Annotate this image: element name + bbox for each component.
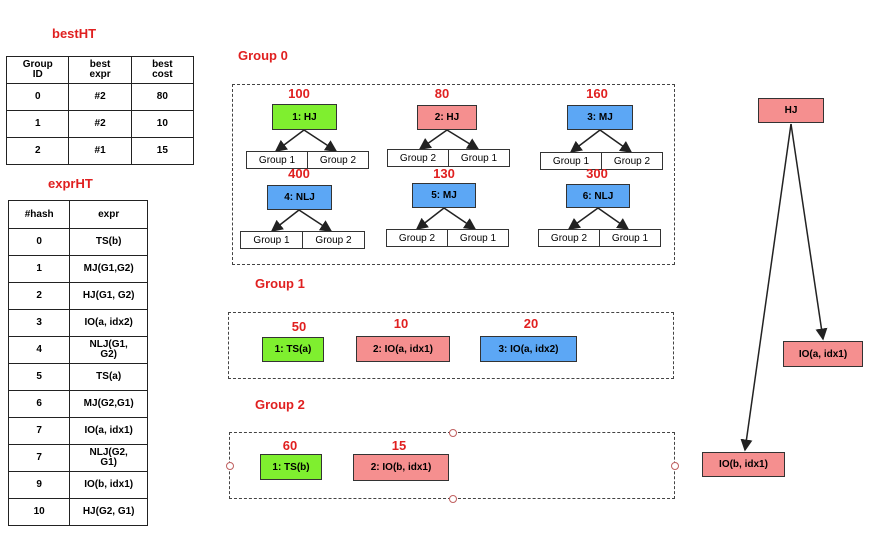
table-cell: TS(a) <box>69 363 148 391</box>
table-cell: MJ(G2,G1) <box>69 390 148 418</box>
plan-right-node[interactable]: IO(b, idx1) <box>702 452 785 477</box>
group-0-expr-1[interactable]: 1: HJ <box>272 104 337 130</box>
table-cell: IO(a, idx1) <box>69 417 148 445</box>
table-cell: 80 <box>130 83 195 111</box>
plan-left-node[interactable]: IO(a, idx1) <box>783 341 863 367</box>
expr-ht-header: expr <box>69 200 148 229</box>
group-1-box <box>228 312 674 379</box>
table-cell: NLJ(G1, G2) <box>69 336 148 364</box>
child-group-ref: Group 2 <box>386 229 448 247</box>
group-1-expr-3[interactable]: 3: IO(a, idx2) <box>480 336 577 362</box>
resize-handle[interactable] <box>226 462 234 470</box>
group-0-expr-2[interactable]: 2: HJ <box>417 105 477 130</box>
expr-cost: 100 <box>288 86 310 101</box>
group-0-expr-5[interactable]: 5: MJ <box>412 183 476 208</box>
best-ht-header: Group ID <box>5 56 70 84</box>
table-cell: 1 <box>7 255 71 283</box>
child-group-ref: Group 2 <box>302 231 365 249</box>
group-1-expr-1[interactable]: 1: TS(a) <box>262 337 324 362</box>
group-1-title: Group 1 <box>255 276 305 291</box>
expr-cost: 400 <box>288 166 310 181</box>
table-cell: #2 <box>68 110 132 138</box>
group-0-expr-6[interactable]: 6: NLJ <box>566 184 630 208</box>
group-0-expr-3[interactable]: 3: MJ <box>567 105 633 130</box>
group-1-expr-2[interactable]: 2: IO(a, idx1) <box>356 336 450 362</box>
table-cell: IO(a, idx2) <box>69 309 148 337</box>
best-ht-table: Group ID best expr best cost 0 #2 80 1 #… <box>5 56 195 165</box>
resize-handle[interactable] <box>449 495 457 503</box>
table-cell: 9 <box>7 471 71 499</box>
table-cell: 7 <box>7 444 71 472</box>
table-cell: 7 <box>7 417 71 445</box>
expr-cost: 50 <box>291 319 307 334</box>
table-cell: TS(b) <box>69 228 148 256</box>
table-cell: HJ(G2, G1) <box>69 498 148 526</box>
expr-ht-title: exprHT <box>48 176 93 191</box>
child-group-ref: Group 2 <box>538 229 600 247</box>
expr-cost: 10 <box>393 316 409 331</box>
expr-cost: 80 <box>434 86 450 101</box>
child-group-ref: Group 1 <box>448 149 510 167</box>
best-ht-header: best expr <box>68 56 132 84</box>
table-cell: HJ(G1, G2) <box>69 282 148 310</box>
plan-root-node[interactable]: HJ <box>758 98 824 123</box>
group-2-title: Group 2 <box>255 397 305 412</box>
group-0-expr-4[interactable]: 4: NLJ <box>267 185 332 210</box>
table-cell: 0 <box>7 228 71 256</box>
besthT-title: bestHT <box>52 26 97 41</box>
table-cell: 15 <box>130 137 195 165</box>
expr-cost: 130 <box>433 166 455 181</box>
table-cell: 1 <box>5 110 70 138</box>
table-cell: 10 <box>7 498 71 526</box>
table-cell: #1 <box>68 137 132 165</box>
group-0-title: Group 0 <box>238 48 288 63</box>
table-row: 2 #1 15 <box>5 137 195 165</box>
table-cell: 6 <box>7 390 71 418</box>
child-group-ref: Group 1 <box>599 229 661 247</box>
child-group-ref: Group 2 <box>387 149 449 167</box>
expr-cost: 300 <box>586 166 608 181</box>
resize-handle[interactable] <box>449 429 457 437</box>
child-group-ref: Group 1 <box>240 231 303 249</box>
expr-cost: 15 <box>391 438 407 453</box>
child-group-ref: Group 2 <box>307 151 369 169</box>
child-group-ref: Group 1 <box>447 229 509 247</box>
group-0-box <box>232 84 675 265</box>
table-cell: 2 <box>7 282 71 310</box>
table-cell: 5 <box>7 363 71 391</box>
child-group-ref: Group 2 <box>601 152 663 170</box>
group-2-expr-1[interactable]: 1: TS(b) <box>260 454 322 480</box>
group-2-expr-2[interactable]: 2: IO(b, idx1) <box>353 454 449 481</box>
resize-handle[interactable] <box>671 462 679 470</box>
table-cell: NLJ(G2, G1) <box>69 444 148 472</box>
expr-cost: 160 <box>586 86 608 101</box>
table-cell: 2 <box>5 137 70 165</box>
expr-cost: 60 <box>282 438 298 453</box>
expr-cost: 20 <box>523 316 539 331</box>
table-cell: MJ(G1,G2) <box>69 255 148 283</box>
table-cell: 3 <box>7 309 71 337</box>
